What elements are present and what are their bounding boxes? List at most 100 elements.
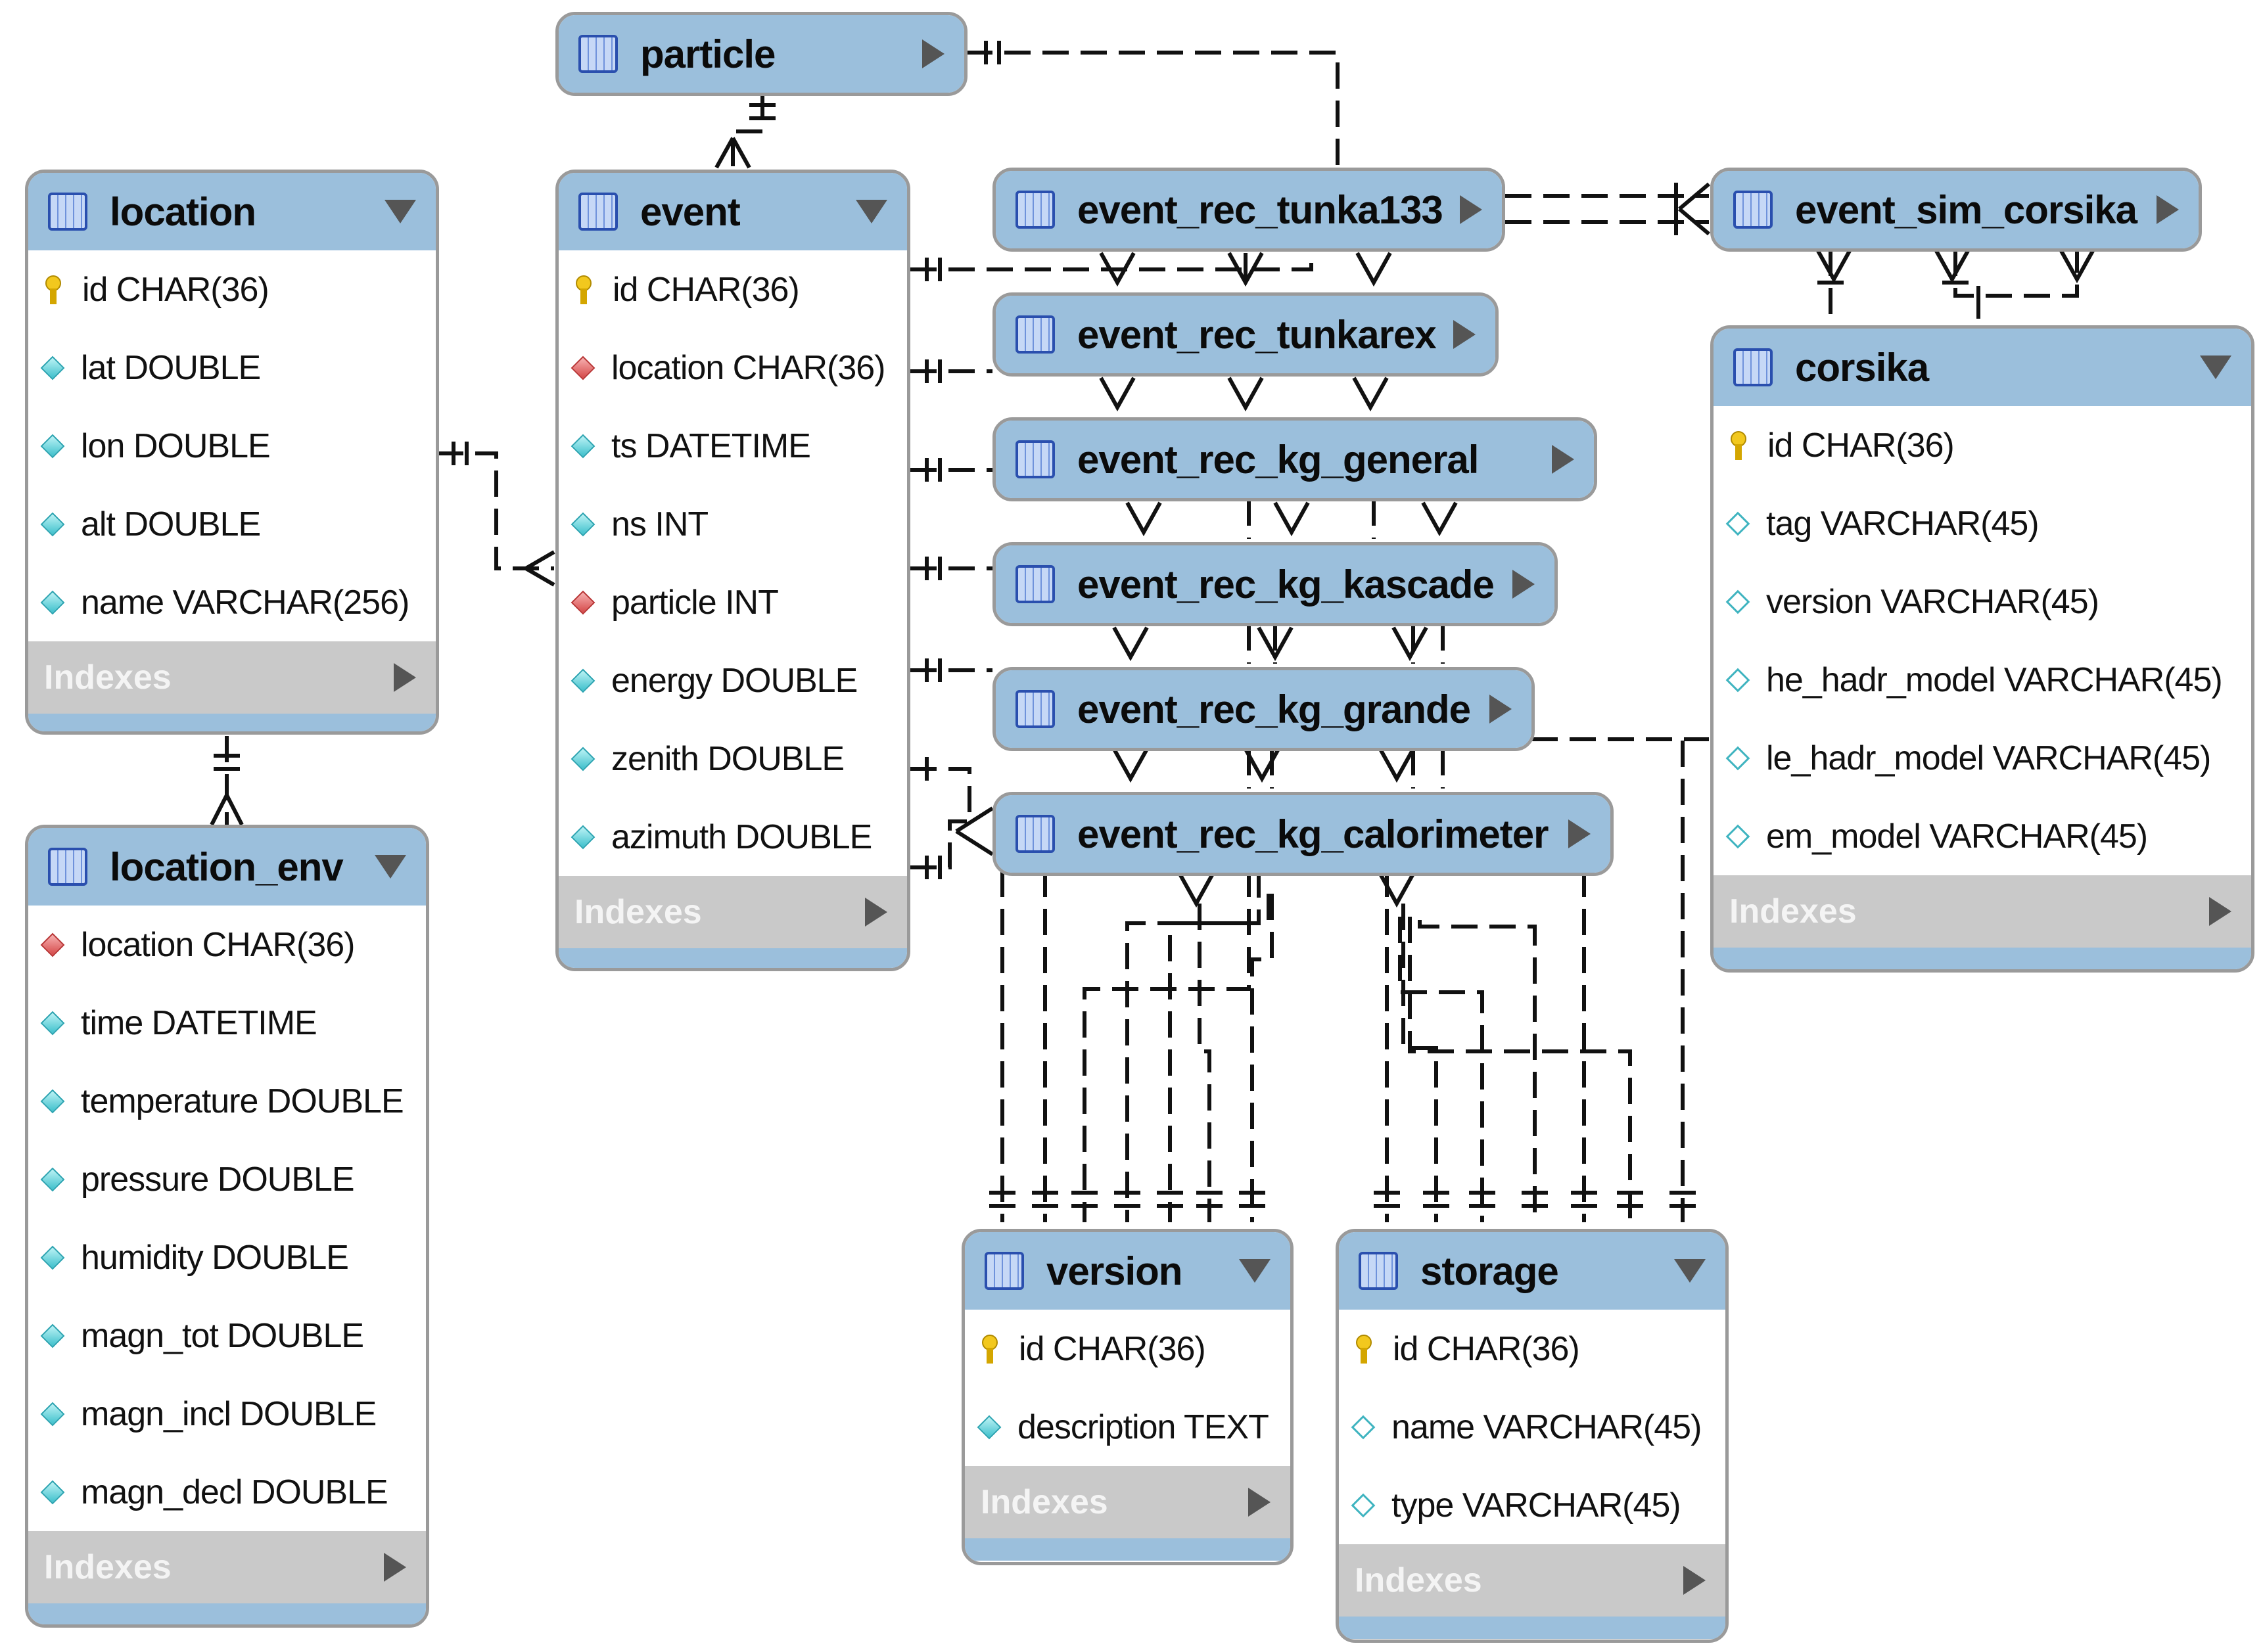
- column-row[interactable]: azimuth DOUBLE: [559, 798, 907, 876]
- indexes-bar[interactable]: Indexes: [1714, 875, 2251, 948]
- indexes-bar[interactable]: Indexes: [28, 1531, 426, 1603]
- table-header[interactable]: event_rec_tunkarex: [996, 296, 1495, 373]
- indexes-bar[interactable]: Indexes: [28, 641, 436, 714]
- column-row[interactable]: lon DOUBLE: [28, 407, 436, 485]
- table-icon: [1015, 440, 1055, 478]
- expand-arrow-icon[interactable]: [1453, 320, 1476, 349]
- indexes-bar[interactable]: Indexes: [965, 1466, 1290, 1538]
- column-row[interactable]: em_model VARCHAR(45): [1714, 797, 2251, 875]
- expand-arrow-icon[interactable]: [384, 1553, 406, 1582]
- table-header[interactable]: corsika: [1714, 329, 2251, 406]
- table-storage[interactable]: storage id CHAR(36)name VARCHAR(45)type …: [1336, 1229, 1729, 1643]
- collapse-arrow-icon[interactable]: [2200, 356, 2231, 379]
- table-header[interactable]: event_sim_corsika: [1714, 171, 2199, 248]
- marker: [525, 566, 555, 587]
- table-event-rec-tunkarex[interactable]: event_rec_tunkarex: [992, 292, 1499, 377]
- table-version[interactable]: version id CHAR(36)description TEXT Inde…: [962, 1229, 1294, 1565]
- column-row[interactable]: energy DOUBLE: [559, 641, 907, 720]
- expand-arrow-icon[interactable]: [1568, 819, 1591, 848]
- column-row[interactable]: alt DOUBLE: [28, 485, 436, 563]
- column-row[interactable]: id CHAR(36): [559, 250, 907, 329]
- expand-arrow-icon[interactable]: [1248, 1488, 1271, 1517]
- table-corsika[interactable]: corsika id CHAR(36)tag VARCHAR(45) versio…: [1710, 325, 2254, 973]
- column-row[interactable]: location CHAR(36): [559, 329, 907, 407]
- indexes-bar[interactable]: Indexes: [559, 876, 907, 948]
- expand-arrow-icon[interactable]: [1489, 695, 1512, 723]
- column-row[interactable]: description TEXT: [965, 1388, 1290, 1466]
- table-event-rec-kg-kascade[interactable]: event_rec_kg_kascade: [992, 542, 1558, 626]
- expand-arrow-icon[interactable]: [1460, 195, 1482, 224]
- column-text: version VARCHAR(45): [1766, 582, 2099, 621]
- table-event-rec-kg-general[interactable]: event_rec_kg_general: [992, 417, 1597, 501]
- expand-arrow-icon[interactable]: [1683, 1566, 1706, 1595]
- column-row[interactable]: ts DATETIME: [559, 407, 907, 485]
- table-header[interactable]: event_rec_tunka133: [996, 171, 1502, 248]
- collapse-arrow-icon[interactable]: [1239, 1259, 1271, 1283]
- column-row[interactable]: he_hadr_model VARCHAR(45): [1714, 641, 2251, 719]
- table-header[interactable]: event_rec_kg_kascade: [996, 545, 1554, 623]
- column-row[interactable]: id CHAR(36): [1339, 1310, 1725, 1388]
- column-row[interactable]: name VARCHAR(256): [28, 563, 436, 641]
- column-diamond-icon: [40, 1402, 65, 1426]
- column-row[interactable]: id CHAR(36): [28, 250, 436, 329]
- table-event-sim-corsika[interactable]: event_sim_corsika: [1710, 168, 2202, 252]
- expand-arrow-icon[interactable]: [2157, 195, 2179, 224]
- table-name: location_env: [110, 844, 344, 889]
- collapse-arrow-icon[interactable]: [375, 855, 406, 879]
- indexes-bar[interactable]: Indexes: [1339, 1544, 1725, 1617]
- table-event-rec-kg-grande[interactable]: event_rec_kg_grande: [992, 667, 1535, 751]
- collapse-arrow-icon[interactable]: [1674, 1259, 1706, 1283]
- table-name: event_rec_kg_general: [1077, 437, 1479, 482]
- column-text: location CHAR(36): [611, 348, 885, 387]
- column-text: em_model VARCHAR(45): [1766, 817, 2148, 856]
- expand-arrow-icon[interactable]: [394, 663, 416, 692]
- expand-arrow-icon[interactable]: [1512, 570, 1535, 599]
- column-diamond-icon: [571, 512, 595, 536]
- column-row[interactable]: time DATETIME: [28, 984, 426, 1062]
- column-row[interactable]: magn_tot DOUBLE: [28, 1296, 426, 1375]
- table-header[interactable]: storage: [1339, 1232, 1725, 1310]
- column-diamond-icon: [977, 1415, 1002, 1439]
- expand-arrow-icon[interactable]: [1552, 445, 1574, 474]
- column-row[interactable]: tag VARCHAR(45): [1714, 484, 2251, 562]
- table-header[interactable]: event_rec_kg_calorimeter: [996, 795, 1610, 873]
- column-row[interactable]: location CHAR(36): [28, 906, 426, 984]
- table-header[interactable]: event_rec_kg_grande: [996, 670, 1531, 748]
- marker: [955, 806, 994, 833]
- table-header[interactable]: version: [965, 1232, 1290, 1310]
- collapse-arrow-icon[interactable]: [856, 200, 887, 223]
- column-row[interactable]: name VARCHAR(45): [1339, 1388, 1725, 1466]
- expand-arrow-icon[interactable]: [865, 898, 887, 927]
- table-particle[interactable]: particle: [555, 12, 968, 96]
- column-row[interactable]: zenith DOUBLE: [559, 720, 907, 798]
- column-row[interactable]: id CHAR(36): [965, 1310, 1290, 1388]
- table-location-env[interactable]: location_env location CHAR(36)time DATET…: [25, 825, 429, 1628]
- column-row[interactable]: magn_incl DOUBLE: [28, 1375, 426, 1453]
- column-row[interactable]: lat DOUBLE: [28, 329, 436, 407]
- collapse-arrow-icon[interactable]: [385, 200, 416, 223]
- table-header[interactable]: particle: [559, 15, 964, 93]
- column-row[interactable]: id CHAR(36): [1714, 406, 2251, 484]
- column-row[interactable]: type VARCHAR(45): [1339, 1466, 1725, 1544]
- table-icon: [1015, 690, 1055, 728]
- column-diamond-icon: [40, 1167, 65, 1191]
- column-row[interactable]: particle INT: [559, 563, 907, 641]
- table-event[interactable]: event id CHAR(36) location CHAR(36) ts DAT…: [555, 170, 910, 971]
- table-event-rec-kg-calorimeter[interactable]: event_rec_kg_calorimeter: [992, 792, 1614, 876]
- column-row[interactable]: version VARCHAR(45): [1714, 562, 2251, 641]
- column-row[interactable]: le_hadr_model VARCHAR(45): [1714, 719, 2251, 797]
- column-row[interactable]: pressure DOUBLE: [28, 1140, 426, 1218]
- column-row[interactable]: magn_decl DOUBLE: [28, 1453, 426, 1531]
- expand-arrow-icon[interactable]: [2209, 897, 2231, 926]
- table-header[interactable]: event: [559, 173, 907, 250]
- column-row[interactable]: humidity DOUBLE: [28, 1218, 426, 1296]
- column-row[interactable]: ns INT: [559, 485, 907, 563]
- expand-arrow-icon[interactable]: [922, 39, 945, 68]
- foreign-key-diamond-icon: [571, 590, 595, 614]
- table-header[interactable]: event_rec_kg_general: [996, 421, 1594, 498]
- table-event-rec-tunka133[interactable]: event_rec_tunka133: [992, 168, 1505, 252]
- column-row[interactable]: temperature DOUBLE: [28, 1062, 426, 1140]
- table-header[interactable]: location_env: [28, 828, 426, 906]
- table-header[interactable]: location: [28, 173, 436, 250]
